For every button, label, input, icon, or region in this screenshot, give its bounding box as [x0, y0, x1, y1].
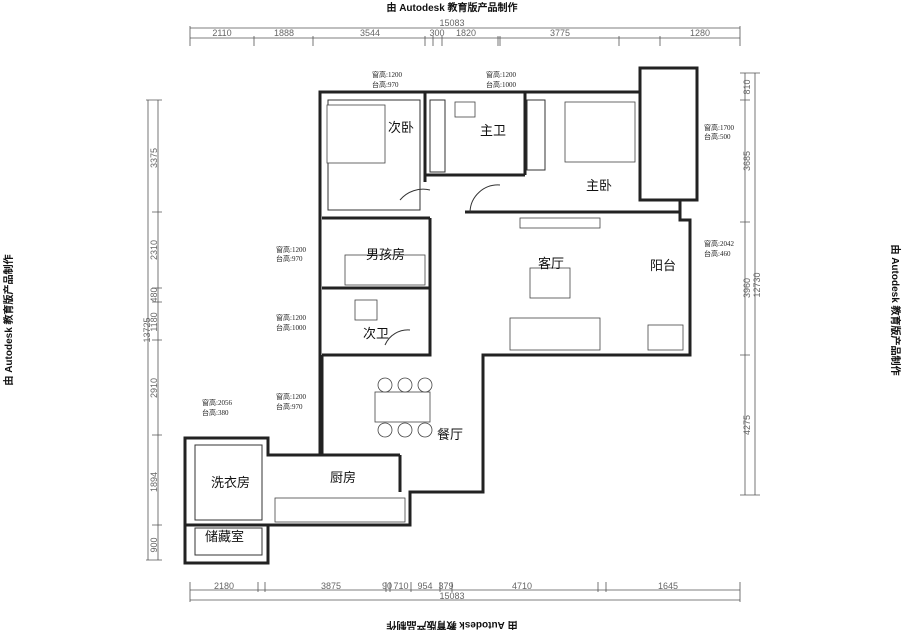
- dining-table: [374, 391, 431, 423]
- tv-cabinet: [519, 217, 601, 229]
- dim-label: 1894: [149, 472, 159, 492]
- dim-label: 1280: [690, 28, 710, 38]
- dim-label: 4710: [512, 581, 532, 591]
- dim-label: 1180: [149, 312, 159, 331]
- bed-boys-room: [344, 254, 426, 286]
- sill-height: 台高:1000: [486, 80, 516, 89]
- coffee-table: [529, 267, 571, 299]
- dim-total: 15083: [439, 18, 464, 28]
- dim-label: 3375: [149, 148, 159, 168]
- room-second-bedroom: 次卧: [388, 120, 414, 135]
- room-master-bedroom: 主卧: [586, 178, 612, 193]
- window-height: 窗高:1700: [704, 123, 734, 132]
- room-living: 客厅: [538, 256, 564, 271]
- window-height: 窗高:1200: [276, 245, 306, 254]
- walls: [183, 66, 699, 565]
- sill-height: 台高:1000: [276, 323, 306, 332]
- window-height: 窗高:1200: [276, 392, 306, 401]
- bed-master: [564, 101, 636, 163]
- window-notes: 窗高:1200 台高:970 窗高:1200 台高:1000 窗高:1700 台…: [202, 70, 734, 417]
- chair: [417, 422, 433, 438]
- room-labels: 次卧 主卫 主卧 男孩房 客厅 阳台 次卫 餐厅 厨房 洗衣房 储藏室: [205, 120, 676, 544]
- dim-label: 3875: [321, 581, 341, 591]
- dim-label: 90: [382, 581, 392, 591]
- dim-label: 2310: [149, 240, 159, 260]
- dim-label: 3960: [742, 278, 752, 298]
- dim-label: 1888: [274, 28, 294, 38]
- toilet: [354, 299, 378, 321]
- chair: [397, 377, 413, 393]
- window-height: 窗高:2056: [202, 398, 232, 407]
- dim-label: 954: [417, 581, 432, 591]
- dim-total: 13725: [142, 317, 152, 342]
- sill-height: 台高:970: [372, 80, 399, 89]
- bed-second-bedroom: [326, 104, 386, 164]
- room-balcony: 阳台: [650, 258, 676, 273]
- dim-label: 480: [149, 287, 159, 302]
- bottom-dimension-chain: 15083 2180 3875 90 710 954 379 4710 1645: [189, 581, 741, 602]
- dim-label: 3685: [742, 151, 752, 171]
- room-boys-room: 男孩房: [366, 247, 405, 262]
- dim-label: 3775: [550, 28, 570, 38]
- left-dimension-chain: 13725 3375 2310 480 1180 2910 1894 900: [142, 99, 162, 561]
- sill-height: 台高:500: [704, 132, 731, 141]
- furniture: [274, 101, 684, 523]
- room-dining: 餐厅: [437, 427, 463, 442]
- sill-height: 台高:970: [276, 254, 303, 263]
- watermark-right: 由 Autodesk 教育版产品制作: [889, 244, 902, 375]
- dim-label: 2110: [212, 28, 231, 38]
- sill-height: 台高:460: [704, 249, 731, 258]
- watermark-top: 由 Autodesk 教育版产品制作: [386, 1, 517, 14]
- dim-label: 710: [393, 581, 408, 591]
- dim-label: 4275: [742, 415, 752, 435]
- window-height: 窗高:2042: [704, 239, 734, 248]
- dim-label: 300: [429, 28, 444, 38]
- room-laundry: 洗衣房: [211, 475, 250, 490]
- dim-label: 1645: [658, 581, 678, 591]
- watermark-bottom: 由 Autodesk 教育版产品制作: [386, 619, 517, 630]
- balcony-cabinet: [647, 324, 684, 351]
- room-master-bath: 主卫: [480, 123, 506, 138]
- window-height: 窗高:1200: [486, 70, 516, 79]
- room-second-bath: 次卫: [363, 326, 389, 341]
- dim-label: 379: [438, 581, 453, 591]
- dim-label: 2910: [149, 378, 159, 398]
- room-kitchen: 厨房: [330, 470, 356, 485]
- chair: [377, 377, 393, 393]
- sofa: [509, 317, 601, 351]
- dim-label: 810: [742, 79, 752, 94]
- sink: [454, 101, 476, 118]
- dim-label: 2180: [214, 581, 234, 591]
- window-height: 窗高:1200: [372, 70, 402, 79]
- dim-label: 1820: [456, 28, 476, 38]
- watermark-left: 由 Autodesk 教育版产品制作: [2, 254, 15, 385]
- door-swings: [384, 184, 501, 346]
- dim-total: 12730: [752, 272, 762, 297]
- dim-label: 900: [149, 537, 159, 552]
- dim-total: 15083: [439, 591, 464, 601]
- sill-height: 台高:380: [202, 408, 229, 417]
- chair: [377, 422, 393, 438]
- window-height: 窗高:1200: [276, 313, 306, 322]
- top-dimension-chain: 15083 2110 1888 3544 300 1820 3775 1280: [189, 18, 741, 46]
- sill-height: 台高:970: [276, 402, 303, 411]
- chair: [397, 422, 413, 438]
- kitchen-counter: [274, 497, 406, 523]
- chair: [417, 377, 433, 393]
- room-storage: 储藏室: [205, 529, 244, 544]
- right-dimension-chain: 12730 810 3685 3960 4275: [740, 72, 762, 496]
- dim-label: 3544: [360, 28, 380, 38]
